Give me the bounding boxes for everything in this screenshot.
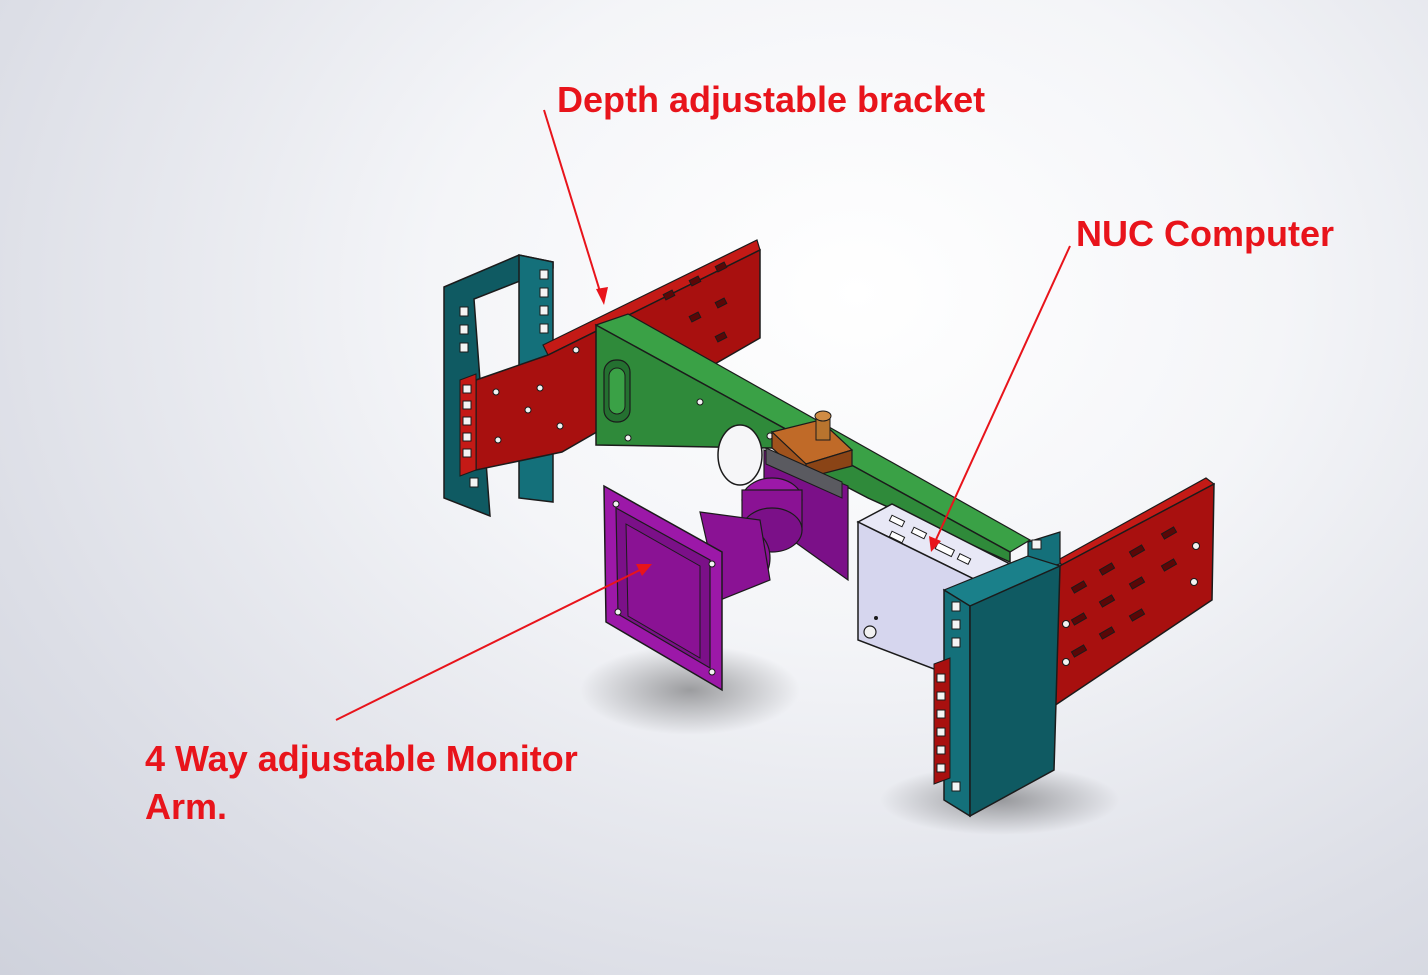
monitor-arm-arrowhead	[636, 564, 652, 576]
monitor-arm	[603, 477, 803, 692]
depth-bracket-label: Depth adjustable bracket	[557, 79, 986, 120]
right-depth-bracket	[1051, 477, 1216, 708]
monitor-arm-leader	[335, 567, 645, 721]
monitor-arm-label-line1: 4 Way adjustable Monitor	[145, 738, 578, 779]
monitor-arm-label-line2: Arm.	[145, 786, 228, 827]
nuc-arrowhead	[929, 536, 941, 552]
ground-shadow	[580, 645, 800, 735]
monitor-arm-label: 4 Way adjustable Monitor Arm.	[145, 735, 578, 831]
depth-bracket-arrowhead	[596, 287, 608, 305]
callout-lines	[335, 109, 1071, 721]
depth-bracket-leader	[543, 109, 603, 299]
nuc-computer-label: NUC Computer	[1076, 213, 1334, 254]
nuc-leader	[933, 245, 1071, 545]
right-rack-rail	[933, 531, 1062, 818]
